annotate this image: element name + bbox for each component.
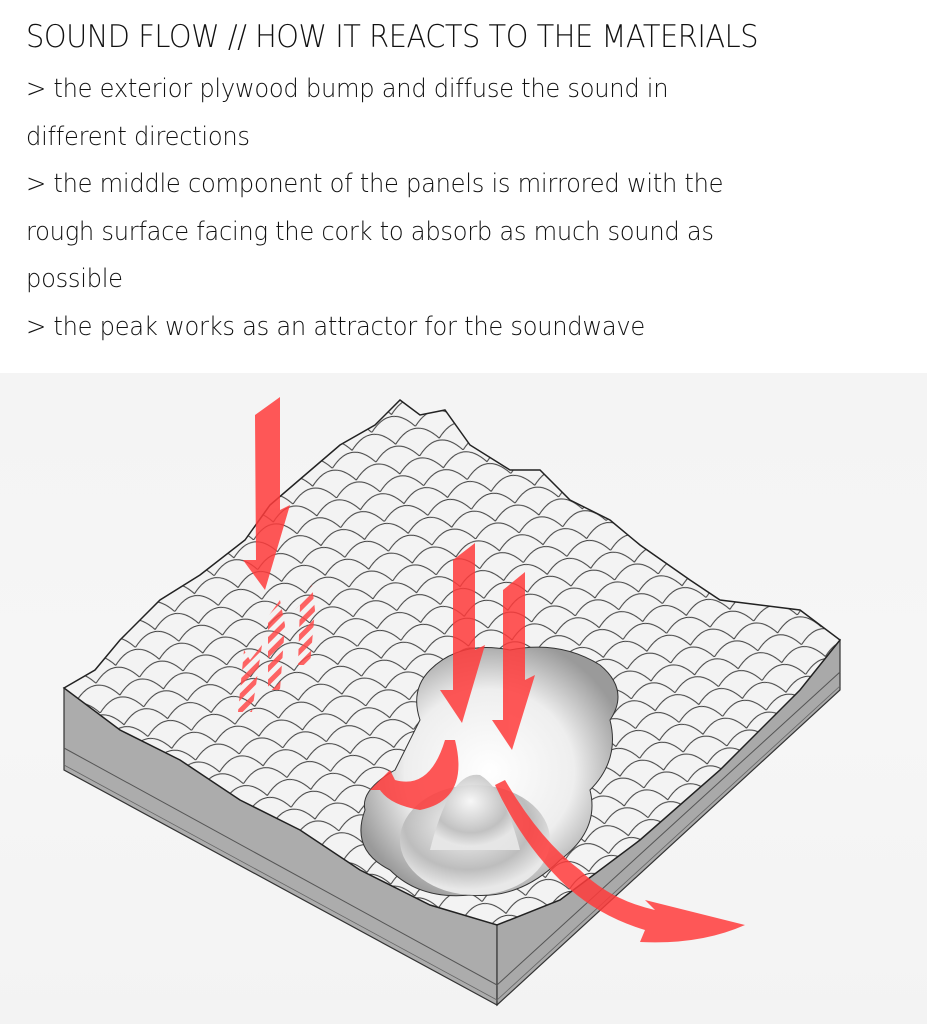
sound-arrows [238, 397, 745, 943]
arrow-curve-around-peak-icon [370, 740, 459, 810]
text-header: SOUND FLOW // HOW IT REACTS TO THE MATER… [0, 0, 927, 373]
description-line: possible [26, 264, 123, 294]
description-text: > the exterior plywood bump and diffuse … [26, 66, 906, 351]
arrow-reflected-left-icon [238, 645, 262, 712]
description-line: > the exterior plywood bump and diffuse … [26, 74, 669, 104]
isometric-panel-illustration [62, 397, 842, 1007]
arrow-incoming-center-1-icon [440, 543, 485, 723]
arrow-exit-right-icon [495, 780, 745, 943]
description-line: > the peak works as an attractor for the… [26, 311, 646, 342]
arrow-reflected-center-icon [262, 600, 285, 690]
arrow-incoming-center-2-icon [492, 572, 535, 750]
sound-flow-diagram [0, 373, 927, 1024]
arrow-reflected-right-icon [295, 585, 315, 665]
description-line: different directions [26, 121, 250, 152]
page-title: SOUND FLOW // HOW IT REACTS TO THE MATER… [26, 19, 759, 55]
description-line: rough surface facing the cork to absorb … [26, 216, 714, 247]
arrow-incoming-left-icon [243, 397, 290, 590]
description-line: > the middle component of the panels is … [26, 169, 724, 199]
